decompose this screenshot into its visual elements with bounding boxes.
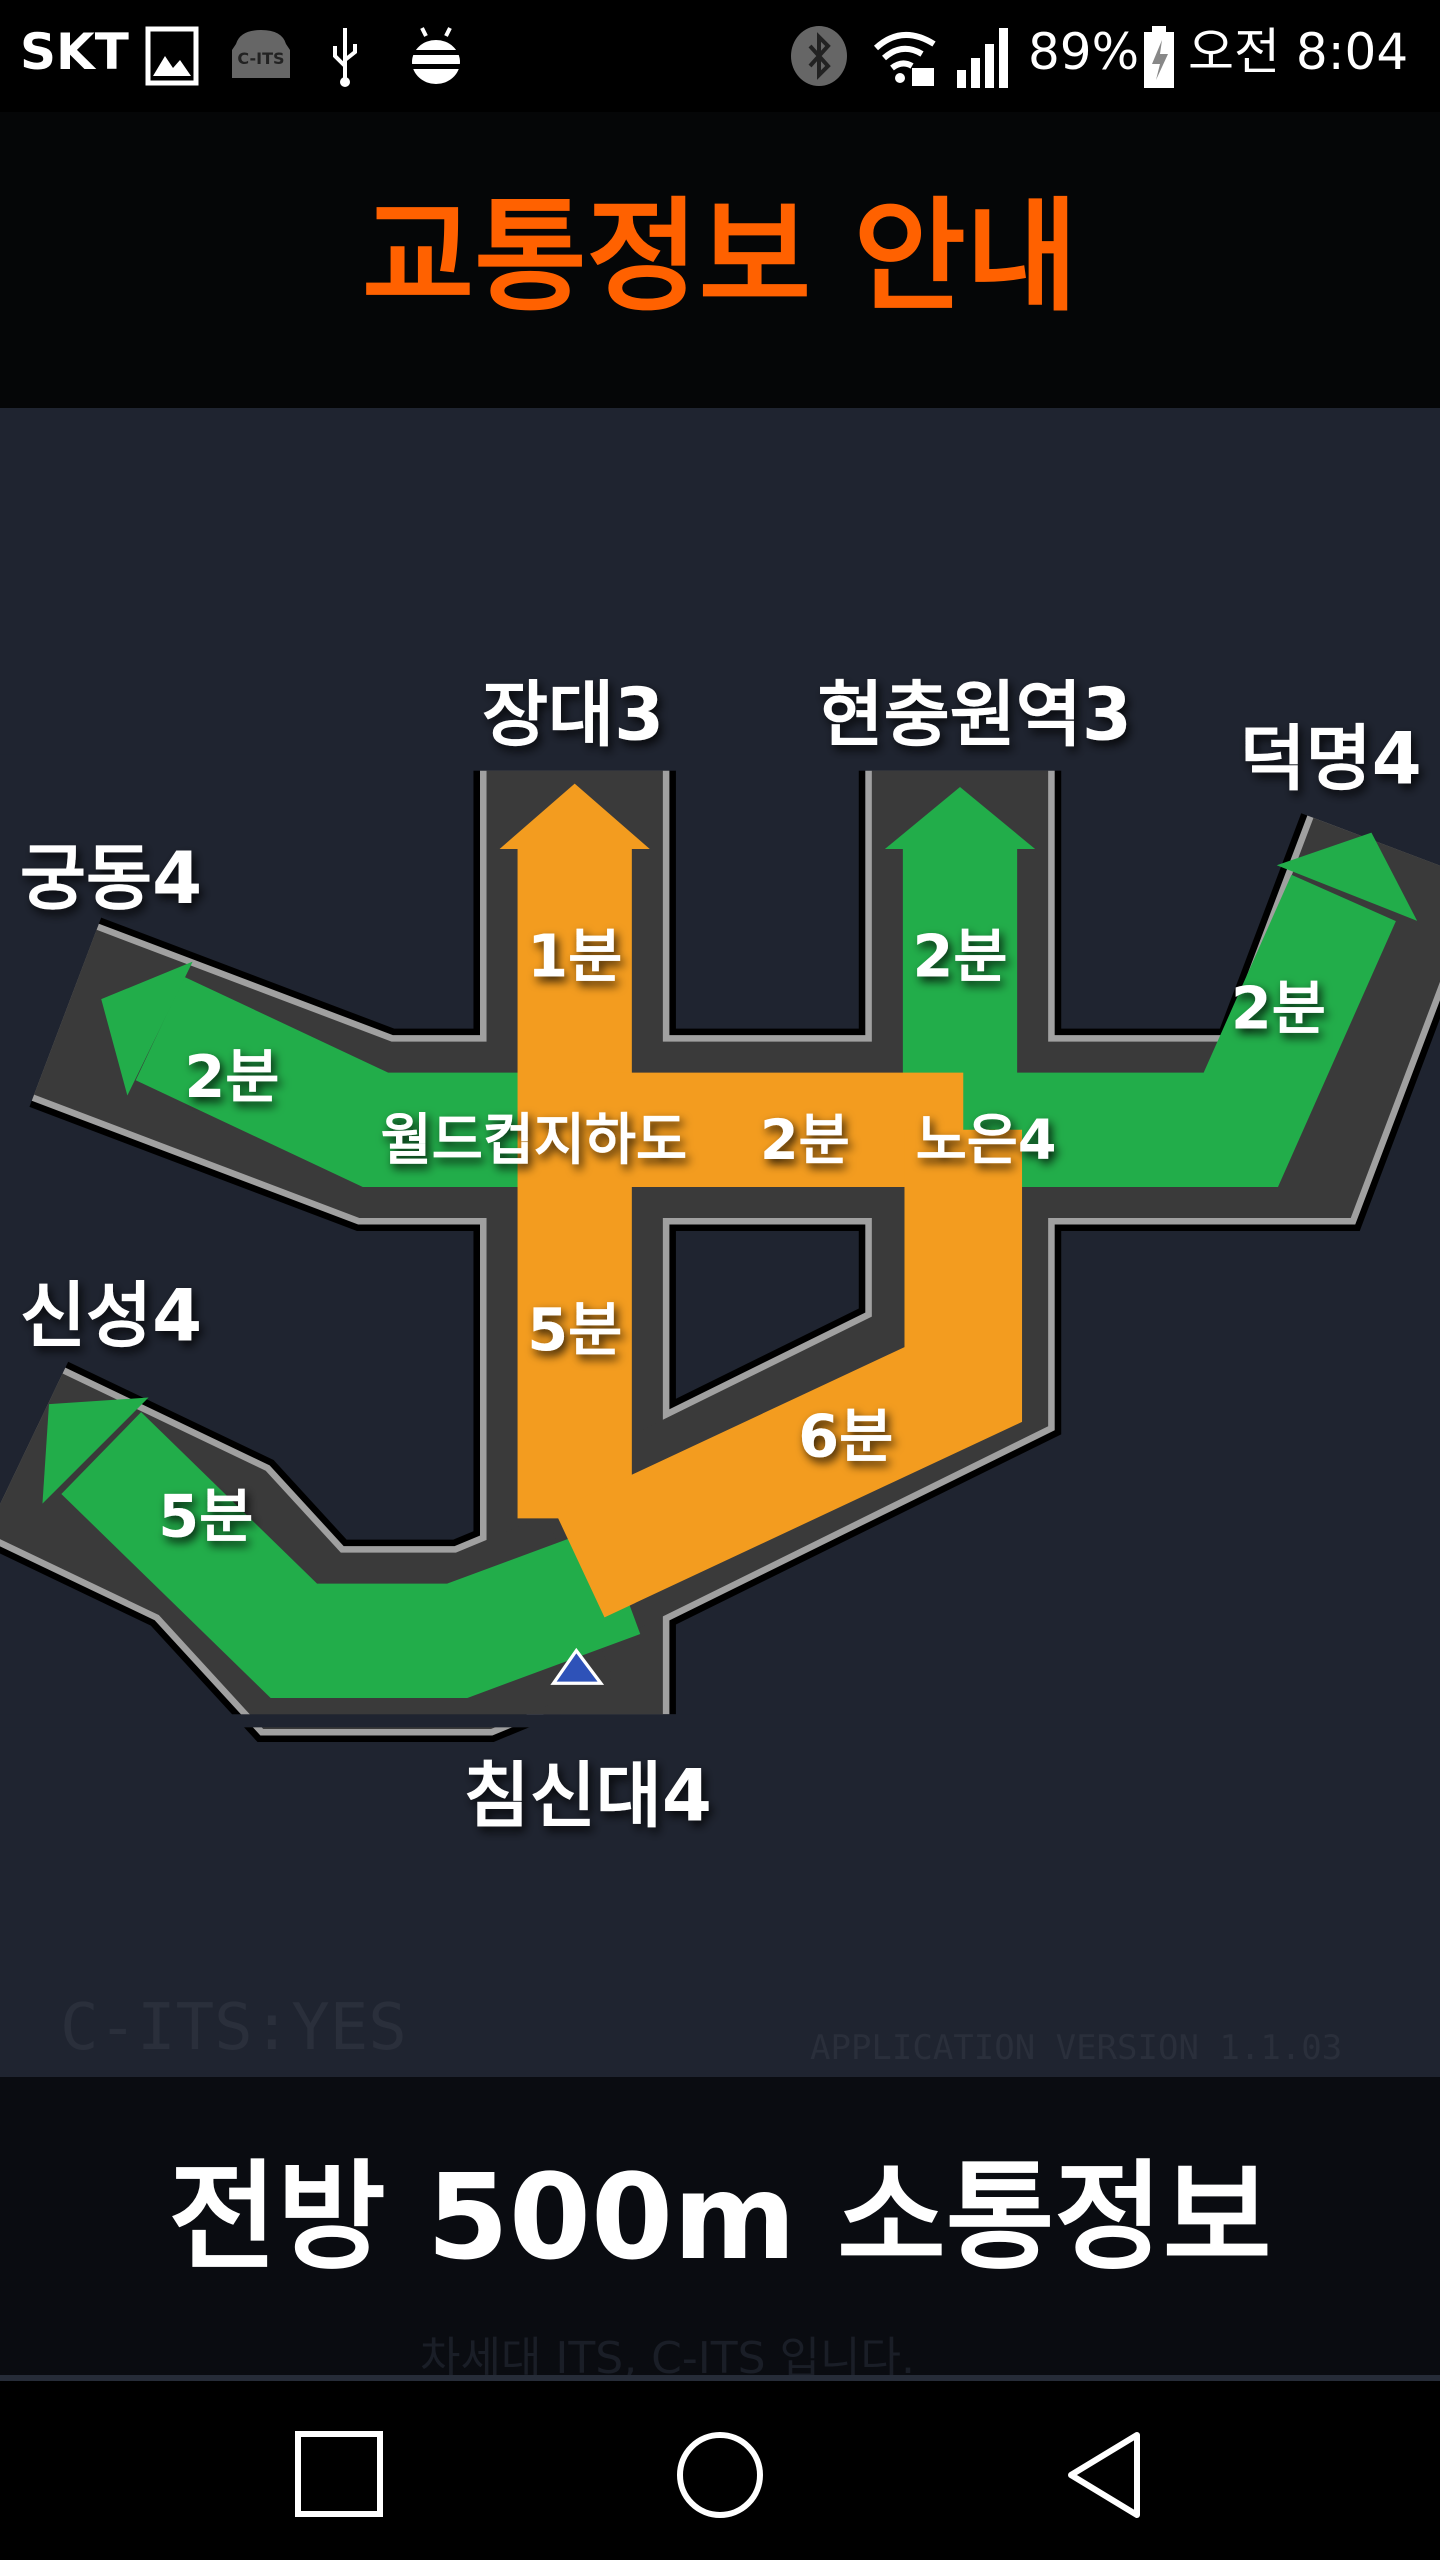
recents-button[interactable]: [290, 2421, 390, 2521]
app-version-watermark: APPLICATION VERSION 1.1.03: [810, 2028, 1343, 2068]
home-button[interactable]: [670, 2421, 770, 2521]
road-end-mask: [0, 1714, 1440, 1728]
road-top-mask: [0, 754, 1440, 771]
clock: 오전 8:04: [1188, 23, 1409, 81]
map-labels: 장대3 현충원역3 덕명4 궁동4 신성4 침신대4 1분 2분 2분 2분 월…: [20, 673, 1422, 1838]
time-northeast: 2분: [1231, 974, 1326, 1043]
label-noeun: 노은4: [916, 1108, 1057, 1173]
lanes: [61, 845, 1396, 1698]
bluetooth-icon: [791, 26, 847, 86]
time-center: 5분: [527, 1295, 622, 1364]
dest-sinseong: 신성4: [20, 1273, 202, 1357]
dest-hyeonchungwon: 현충원역3: [818, 673, 1132, 757]
navigation-bar: [0, 2381, 1440, 2560]
usb-icon: [333, 28, 357, 87]
lane-diagonal-slow: [554, 1129, 1023, 1618]
status-bar: SKT C-ITS 89% 오전 8:04: [0, 0, 1440, 112]
time-west: 2분: [184, 1042, 279, 1111]
lane-southwest-smooth: [61, 1412, 641, 1698]
time-north-left: 1분: [527, 921, 622, 990]
arrow-north-right: [884, 786, 1036, 849]
time-underpass: 2분: [760, 1108, 850, 1173]
dest-jangdae: 장대3: [482, 673, 664, 757]
back-triangle-icon: [1068, 2432, 1140, 2518]
battery-charging-icon: [1144, 26, 1174, 88]
dest-deokmyeong: 덕명4: [1240, 717, 1422, 801]
time-north-right: 2분: [913, 921, 1008, 990]
battery-percent: 89%: [1028, 23, 1140, 81]
arrow-northeast: [1276, 832, 1418, 921]
current-position-icon: [550, 1647, 605, 1685]
lane-west-smooth: [135, 976, 575, 1187]
arrow-north-left: [499, 783, 650, 849]
info-banner: 차세대 ITS, C-ITS 입니다. 전방 500m 소통정보: [0, 2077, 1440, 2384]
time-southwest: 5분: [158, 1481, 253, 1550]
dest-gungdong: 궁동4: [20, 836, 202, 920]
c-its-badge-text: C-ITS: [237, 49, 284, 68]
time-diagonal: 6분: [798, 1401, 893, 1470]
cits-status-watermark: C-ITS:YES: [60, 1991, 407, 2065]
c-its-car-icon: C-ITS: [232, 30, 290, 78]
arrow-west: [101, 961, 193, 1096]
banner-text: 전방 500m 소통정보: [168, 2148, 1272, 2286]
page-title: 교통정보 안내: [362, 186, 1078, 328]
carrier-label: SKT: [20, 23, 129, 81]
android-debug-icon: [412, 27, 460, 84]
divider: [0, 2375, 1440, 2381]
origin-chimsindae: 침신대4: [464, 1753, 712, 1837]
lane-east-smooth: [963, 874, 1396, 1187]
header: 교통정보 안내: [0, 112, 1440, 408]
underpass-name: 월드컵지하도: [381, 1108, 687, 1173]
image-icon: [145, 26, 199, 86]
signal-icon: [957, 28, 1008, 88]
circle-icon: [677, 2432, 763, 2518]
wifi-lock-icon: [873, 31, 936, 86]
square-icon: [295, 2431, 383, 2517]
back-button[interactable]: [1055, 2421, 1155, 2521]
